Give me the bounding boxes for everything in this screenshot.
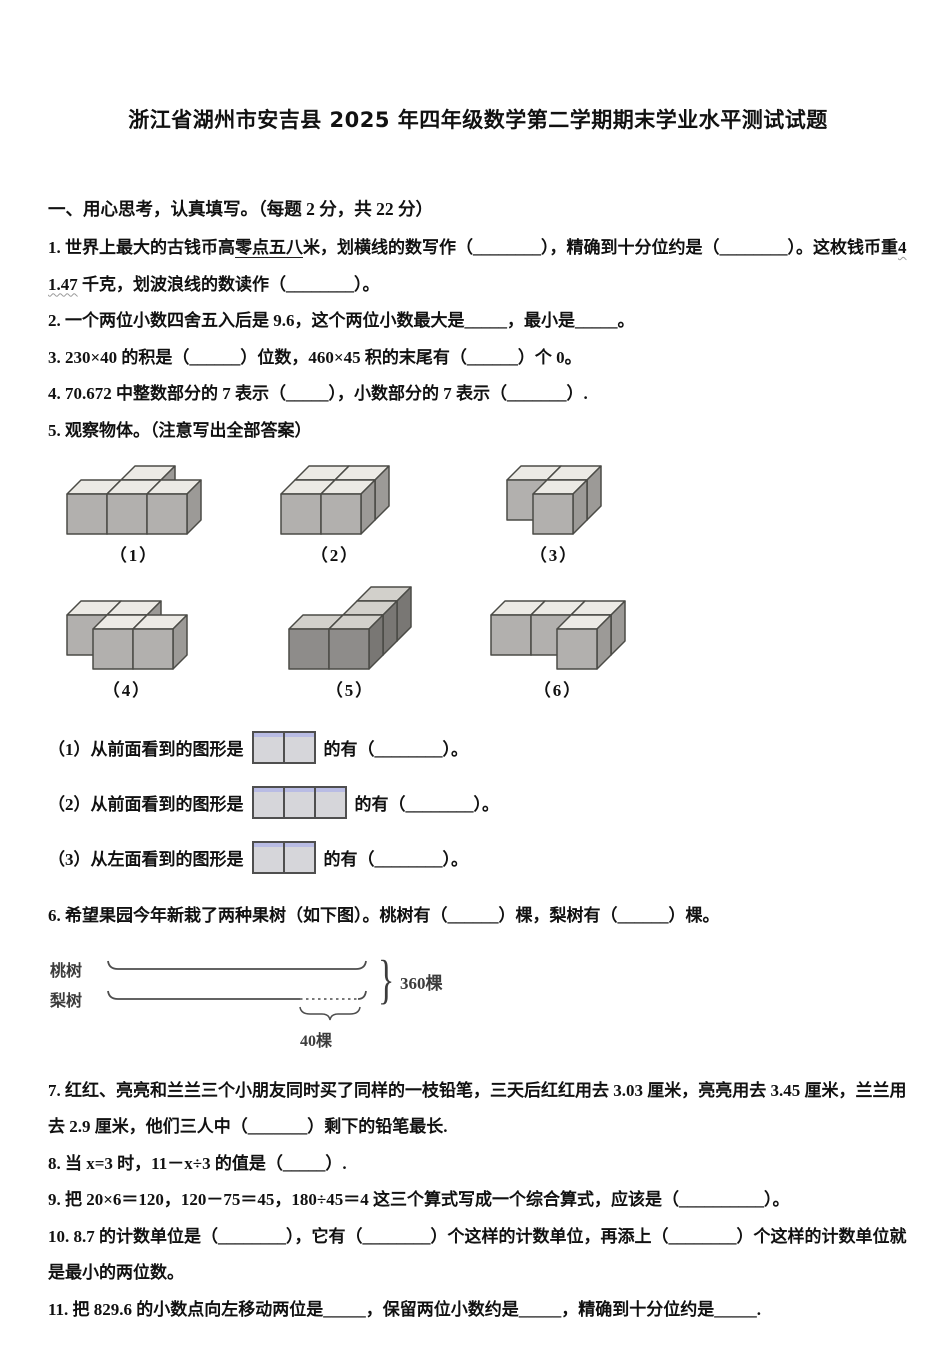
section1-header: 一、用心思考，认真填写。（每题 2 分，共 22 分） <box>48 199 433 219</box>
cube-figure-2: （2） <box>278 463 392 566</box>
page-title: 浙江省湖州市安吉县 2025 年四年级数学第二学期期末学业水平测试试题 <box>128 108 828 132</box>
cube-figure-1-image <box>66 465 202 535</box>
question-5-sub-2: （2）从前面看到的图形是 的有（________）。 <box>48 786 908 819</box>
q5-sub3-text-post: 的有（________）。 <box>323 850 469 869</box>
cube-figure-1-caption: （1） <box>109 546 159 565</box>
question-5: 5. 观察物体。（注意写出全部答案） <box>48 420 312 440</box>
view-shape-2cells-left <box>251 841 316 874</box>
diagram-diff-label: 40棵 <box>300 1032 333 1050</box>
q5-sub1-text-pre: （1）从前面看到的图形是 <box>48 740 244 759</box>
cube-figure-4: （4） <box>64 598 190 701</box>
q1-text-mid: 米，划横线的数写作（________），精确到十分位约是（________）。这… <box>303 238 898 257</box>
cube-figure-4-image <box>66 600 188 670</box>
tree-bar-diagram: 桃树 梨树 } 360棵 40棵 <box>48 949 548 1053</box>
cube-figure-6-image <box>490 600 626 670</box>
view-shape-2cells <box>251 731 316 764</box>
cube-figure-1: （1） <box>64 463 204 566</box>
cube-figure-6-caption: （6） <box>533 681 583 700</box>
cube-figures-row-1: （1） （2） （3） <box>48 463 908 566</box>
q1-text-pre: 1. 世界上最大的古钱币高 <box>48 238 235 257</box>
view-cell <box>282 841 316 874</box>
cube-figure-2-image <box>280 465 390 535</box>
diagram-row1-label: 桃树 <box>50 962 83 980</box>
question-8: 8. 当 x=3 时，11－x÷3 的值是（_____）. <box>48 1153 347 1173</box>
cube-figure-3-image <box>506 465 602 535</box>
view-cell <box>251 731 285 764</box>
view-cell <box>282 786 316 819</box>
view-shape-3cells <box>251 786 347 819</box>
diagram-row2-label: 梨树 <box>50 992 83 1010</box>
question-5-sub-3: （3）从左面看到的图形是 的有（________）。 <box>48 841 908 874</box>
diagram-brace: } <box>378 950 395 1010</box>
view-cell <box>251 786 285 819</box>
question-10: 10. 8.7 的计数单位是（________），它有（________）个这样… <box>48 1226 907 1283</box>
q1-text-post: 千克，划波浪线的数读作（________）。 <box>77 274 380 294</box>
question-1: 1. 世界上最大的古钱币高零点五八米，划横线的数写作（________），精确到… <box>48 230 908 303</box>
q5-sub2-text-pre: （2）从前面看到的图形是 <box>48 795 244 814</box>
cube-figure-5: （5） <box>286 584 414 701</box>
question-2: 2. 一个两位小数四舍五入后是 9.6，这个两位小数最大是_____，最小是__… <box>48 311 635 330</box>
q5-sub2-text-post: 的有（________）。 <box>354 795 500 814</box>
question-3: 3. 230×40 的积是（______）位数，460×45 积的末尾有（___… <box>48 347 582 367</box>
q1-wavy-number: 41.47 <box>48 238 907 294</box>
question-4: 4. 70.672 中整数部分的 7 表示（_____），小数部分的 7 表示（… <box>48 384 588 403</box>
q5-sub3-text-pre: （3）从左面看到的图形是 <box>48 850 244 869</box>
cube-figure-5-image <box>288 586 412 670</box>
diagram-total-label: 360棵 <box>400 973 443 993</box>
view-cell <box>251 841 285 874</box>
cube-figure-5-caption: （5） <box>325 681 375 700</box>
cube-figures-row-2: （4） （5） （6） <box>48 584 908 701</box>
cube-figure-3-caption: （3） <box>529 546 579 565</box>
cube-figure-3: （3） <box>504 463 604 566</box>
tree-bar-diagram-lines <box>107 960 367 1020</box>
question-11: 11. 把 829.6 的小数点向左移动两位是_____，保留两位小数约是___… <box>48 1299 762 1319</box>
q5-sub1-text-post: 的有（________）。 <box>323 740 469 759</box>
question-9: 9. 把 20×6＝120，120－75＝45，180÷45＝4 这三个算式写成… <box>48 1190 790 1209</box>
question-7: 7. 红红、亮亮和兰兰三个小朋友同时买了同样的一枝铅笔，三天后红红用去 3.03… <box>48 1080 907 1137</box>
view-cell <box>282 731 316 764</box>
question-5-sub-1: （1）从前面看到的图形是 的有（________）。 <box>48 731 908 764</box>
question-6: 6. 希望果园今年新栽了两种果树（如下图）。桃树有（______）棵，梨树有（_… <box>48 906 720 925</box>
cube-figure-6: （6） <box>488 598 628 701</box>
view-cell <box>313 786 347 819</box>
cube-figure-4-caption: （4） <box>102 681 152 700</box>
q1-underlined-number: 零点五八 <box>235 238 303 258</box>
cube-figure-2-caption: （2） <box>310 546 360 565</box>
